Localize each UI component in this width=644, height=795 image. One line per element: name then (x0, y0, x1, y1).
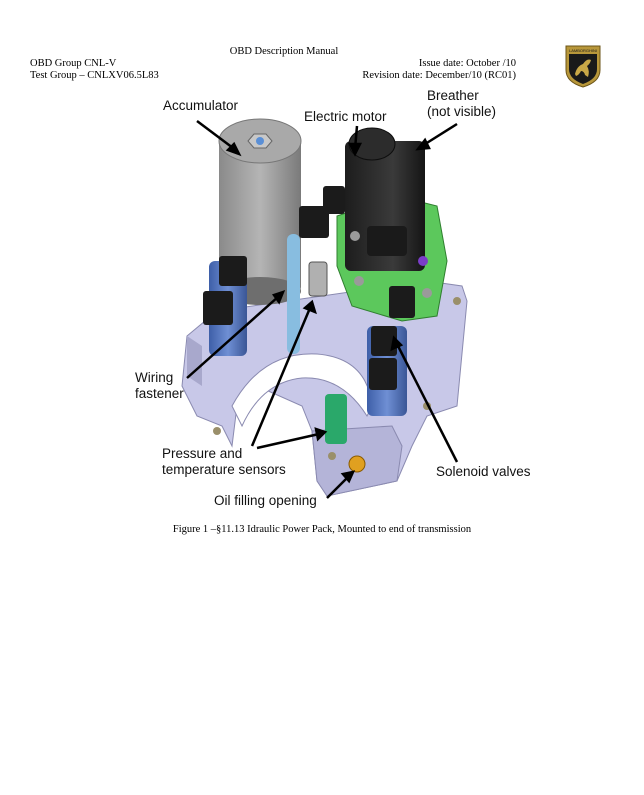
label-solenoid-valves: Solenoid valves (436, 464, 531, 479)
callout-arrows (186, 120, 459, 499)
label-electric-motor: Electric motor (304, 109, 387, 124)
issue-date: Issue date: October /10 (418, 58, 516, 69)
manual-title: OBD Description Manual (229, 46, 339, 57)
power-pack-figure (181, 118, 468, 499)
motor-manifold (336, 127, 448, 322)
right-valve-stack (299, 186, 415, 416)
svg-text:LAMBORGHINI: LAMBORGHINI (569, 48, 597, 53)
label-accumulator: Accumulator (163, 98, 239, 113)
label-pressure: Pressure and (162, 446, 243, 461)
label-breather: Breather (427, 88, 479, 103)
test-group: Test Group – CNLXV06.5L83 (30, 70, 159, 81)
revision-date: Revision date: December/10 (RC01) (362, 70, 516, 81)
label-breather-note: (not visible) (427, 104, 497, 119)
label-oil-filling: Oil filling opening (214, 493, 317, 508)
obd-group: OBD Group CNL-V (30, 58, 117, 69)
figure-caption: Figure 1 –§11.13 Idraulic Power Pack, Mo… (172, 524, 472, 535)
label-wiring: Wiring (135, 370, 174, 385)
lamborghini-logo: LAMBORGHINI (565, 45, 601, 88)
label-temperature-sensors: temperature sensors (162, 462, 286, 477)
label-wiring-fastener: fastener (135, 386, 184, 401)
pressure-sensor (325, 394, 347, 444)
oil-filling-cap (348, 455, 366, 473)
